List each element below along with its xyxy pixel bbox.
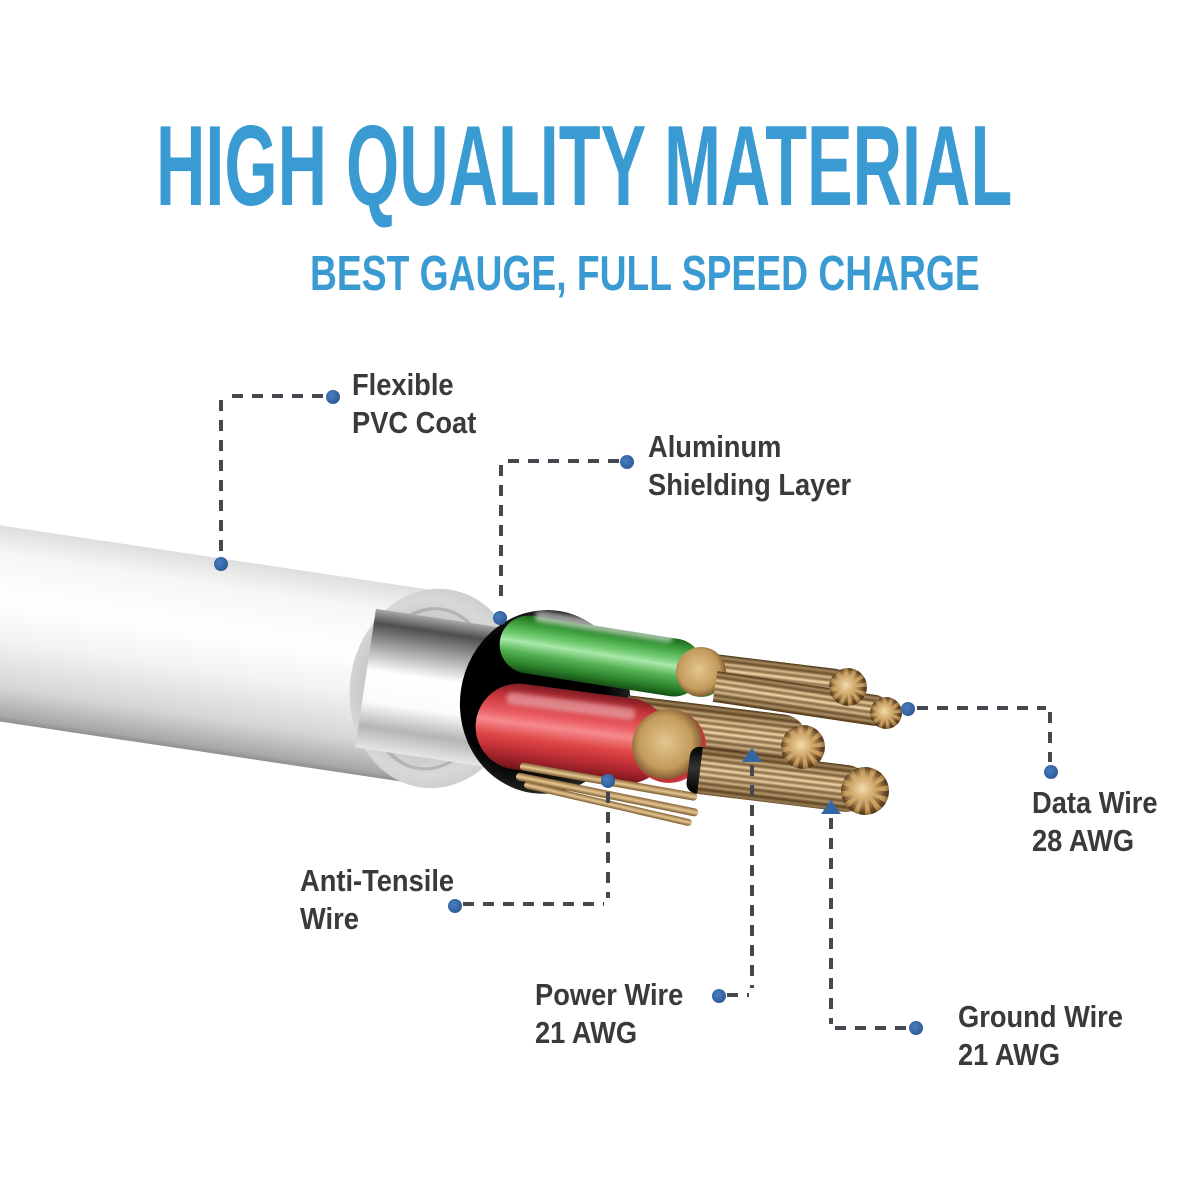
label-line: Wire — [300, 901, 359, 936]
leader-line-pvc-vertical — [219, 400, 223, 552]
leader-line-data-vertical — [1048, 712, 1052, 762]
label-power-wire: Power Wire 21 AWG — [535, 976, 683, 1052]
leader-dot — [1044, 765, 1058, 779]
arrow-up-icon — [742, 748, 762, 762]
leader-line-ground-horizontal — [835, 1026, 906, 1030]
leader-dot — [214, 557, 228, 571]
label-line: Data Wire — [1032, 785, 1158, 820]
arrow-up-icon — [821, 800, 841, 814]
leader-dot — [909, 1021, 923, 1035]
label-line: 28 AWG — [1032, 823, 1135, 858]
label-anti-tensile-wire: Anti-Tensile Wire — [300, 862, 454, 938]
label-data-wire: Data Wire 28 AWG — [1032, 784, 1158, 860]
leader-line-aluminum-vertical — [499, 465, 503, 605]
label-flexible-pvc-coat: Flexible PVC Coat — [352, 366, 476, 442]
leader-line-data-horizontal — [917, 706, 1046, 710]
label-line: Ground Wire — [958, 999, 1123, 1034]
label-line: Shielding Layer — [648, 467, 852, 502]
page-subtitle: BEST GAUGE, FULL SPEED CHARGE — [310, 247, 980, 301]
leader-dot — [601, 774, 615, 788]
copper-strand-end-cap — [781, 725, 825, 769]
leader-dot — [448, 899, 462, 913]
leader-dot — [712, 989, 726, 1003]
copper-strand-end-cap — [870, 697, 902, 729]
leader-line-power-vertical — [750, 765, 754, 988]
label-line: Anti-Tensile — [300, 863, 455, 898]
label-line: 21 AWG — [535, 1015, 638, 1050]
leader-dot — [326, 390, 340, 404]
leader-line-anti-tensile-horizontal — [463, 902, 604, 906]
page-title: HIGH QUALITY MATERIAL — [156, 103, 1013, 230]
leader-dot — [620, 455, 634, 469]
cable-illustration — [0, 523, 643, 806]
leader-line-aluminum-horizontal — [508, 459, 620, 463]
label-line: 21 AWG — [958, 1037, 1061, 1072]
label-line: Power Wire — [535, 977, 684, 1012]
label-line: PVC Coat — [352, 405, 477, 440]
leader-dot — [901, 702, 915, 716]
copper-strand-end-cap — [841, 767, 889, 815]
copper-strand-end-cap — [829, 668, 867, 706]
label-line: Aluminum — [648, 429, 782, 464]
leader-dot — [493, 611, 507, 625]
leader-line-anti-tensile-vertical — [606, 792, 610, 898]
leader-line-pvc-horizontal — [232, 394, 326, 398]
leader-line-power-horizontal — [727, 993, 749, 997]
label-line: Flexible — [352, 367, 454, 402]
label-aluminum-shielding-layer: Aluminum Shielding Layer — [648, 428, 851, 504]
label-ground-wire: Ground Wire 21 AWG — [958, 998, 1123, 1074]
leader-line-ground-vertical — [829, 818, 833, 1024]
